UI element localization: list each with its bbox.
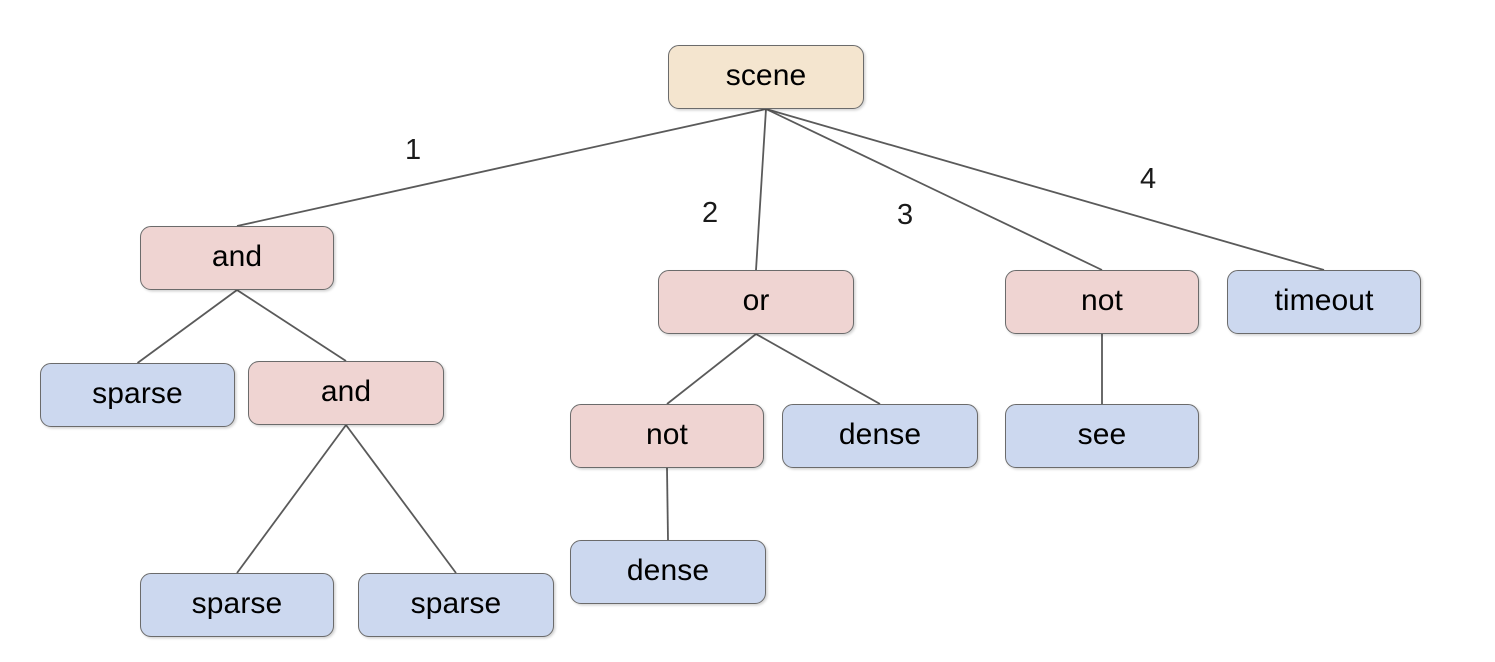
tree-node-dense2[interactable]: dense <box>782 404 978 468</box>
tree-node-label: sparse <box>410 587 502 620</box>
tree-edge-scene-to-timeout1 <box>765 108 1325 271</box>
tree-node-label: timeout <box>1274 284 1374 317</box>
tree-node-timeout1[interactable]: timeout <box>1227 270 1421 334</box>
tree-node-label: and <box>211 240 263 273</box>
tree-node-see1[interactable]: see <box>1005 404 1199 468</box>
tree-edge-scene-to-or1 <box>755 108 767 271</box>
tree-node-label: dense <box>838 418 922 451</box>
tree-node-label: dense <box>626 554 710 587</box>
tree-edge-and2-to-sparse3 <box>345 424 457 574</box>
edge-label-4: 4 <box>1140 163 1157 195</box>
tree-node-sparse2[interactable]: sparse <box>140 573 334 637</box>
tree-node-label: see <box>1077 418 1127 451</box>
tree-node-label: not <box>1080 284 1123 317</box>
tree-node-sparse3[interactable]: sparse <box>358 573 554 637</box>
tree-edge-scene-to-and1 <box>236 108 767 227</box>
tree-edge-not1-to-dense1 <box>666 467 669 541</box>
tree-node-label: sparse <box>92 377 183 410</box>
tree-node-label: scene <box>725 59 807 92</box>
tree-node-label: or <box>742 284 770 317</box>
tree-node-scene[interactable]: scene <box>668 45 864 109</box>
tree-edge-or1-to-dense2 <box>755 333 881 405</box>
tree-edge-and1-to-sparse1 <box>136 289 238 364</box>
tree-node-sparse1[interactable]: sparse <box>40 363 235 427</box>
edge-label-3: 3 <box>897 199 914 231</box>
tree-node-not2[interactable]: not <box>1005 270 1199 334</box>
tree-node-and2[interactable]: and <box>248 361 444 425</box>
tree-node-label: not <box>645 418 688 451</box>
tree-node-and1[interactable]: and <box>140 226 334 290</box>
tree-node-dense1[interactable]: dense <box>570 540 766 604</box>
tree-node-label: sparse <box>191 587 283 620</box>
tree-node-not1[interactable]: not <box>570 404 764 468</box>
tree-edge-and1-to-and2 <box>236 289 347 362</box>
tree-edge-or1-to-not1 <box>666 333 757 405</box>
edge-label-2: 2 <box>702 197 719 229</box>
tree-edge-scene-to-not2 <box>765 108 1103 271</box>
tree-edge-and2-to-sparse2 <box>236 424 347 574</box>
tree-node-or1[interactable]: or <box>658 270 854 334</box>
tree-node-label: and <box>320 375 372 408</box>
edge-label-1: 1 <box>405 134 422 166</box>
